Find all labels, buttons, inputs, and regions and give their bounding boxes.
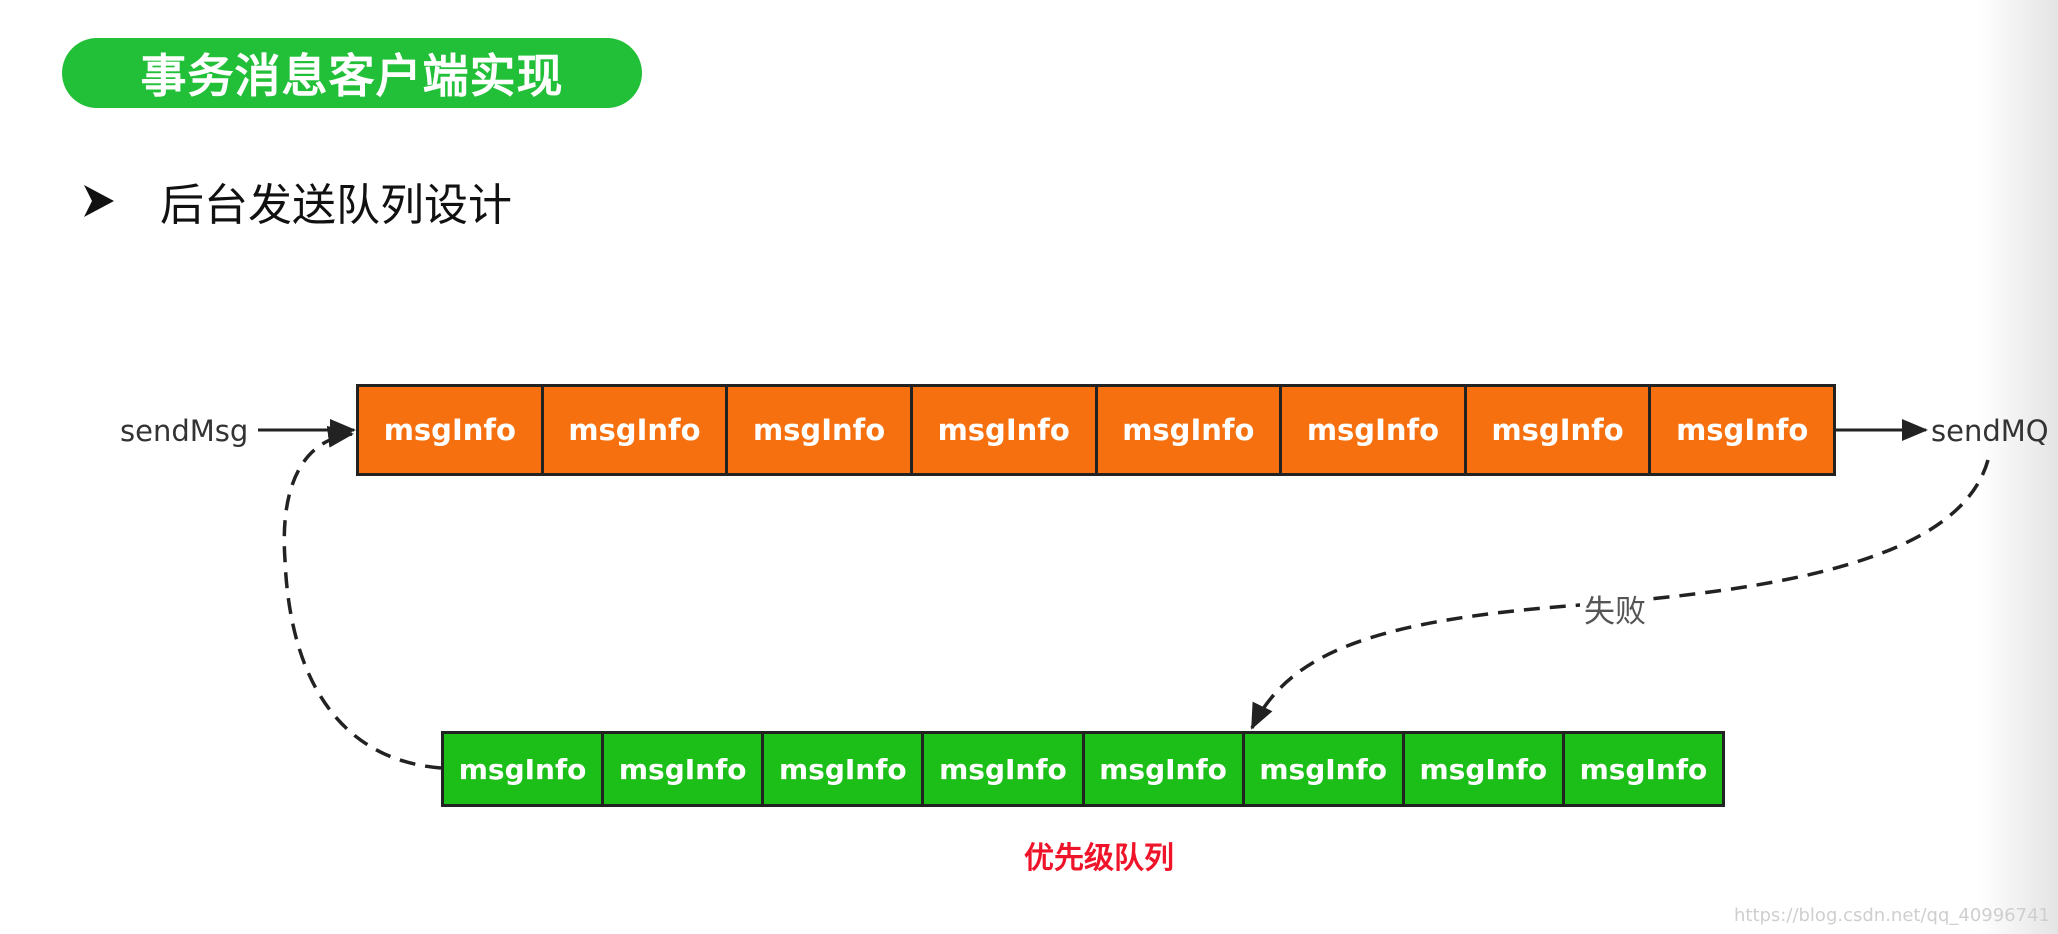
priority-queue-cell: msgInfo: [1401, 734, 1562, 804]
priority-queue-label: 优先级队列: [1024, 841, 1174, 876]
priority-queue-cell: msgInfo: [444, 734, 602, 804]
bullet-text: 后台发送队列设计: [160, 180, 512, 231]
send-msg-label: sendMsg: [120, 414, 249, 448]
priority-queue-cell: msgInfo: [761, 734, 922, 804]
send-queue: msgInfo msgInfo msgInfo msgInfo msgInfo …: [356, 384, 1836, 476]
section-title: 事务消息客户端实现: [140, 49, 564, 103]
bullet-item: 后台发送队列设计: [82, 168, 512, 234]
priority-queue-cell: msgInfo: [1241, 734, 1402, 804]
retry-path: [282, 425, 442, 770]
priority-queue-cell: msgInfo: [921, 734, 1082, 804]
queue-cell: msgInfo: [1463, 387, 1649, 473]
watermark: https://blog.csdn.net/qq_40996741: [1733, 905, 2050, 926]
failure-label: 失败: [1580, 586, 1650, 631]
queue-cell: msgInfo: [725, 387, 910, 473]
queue-cell: msgInfo: [1094, 387, 1280, 473]
priority-queue-cell: msgInfo: [601, 734, 762, 804]
failure-path: [1250, 459, 1990, 730]
arrowhead-bullet-icon: [84, 185, 114, 217]
send-mq-label: sendMQ: [1931, 414, 2049, 448]
queue-cell: msgInfo: [359, 387, 541, 473]
queue-cell: msgInfo: [540, 387, 726, 473]
right-edge-shade: [1978, 0, 2058, 934]
queue-cell: msgInfo: [909, 387, 1095, 473]
section-title-pill: 事务消息客户端实现: [62, 38, 642, 108]
priority-queue-cell: msgInfo: [1081, 734, 1242, 804]
queue-cell: msgInfo: [1648, 387, 1833, 473]
priority-queue: msgInfo msgInfo msgInfo msgInfo msgInfo …: [441, 731, 1725, 807]
queue-cell: msgInfo: [1279, 387, 1464, 473]
priority-queue-cell: msgInfo: [1561, 734, 1722, 804]
